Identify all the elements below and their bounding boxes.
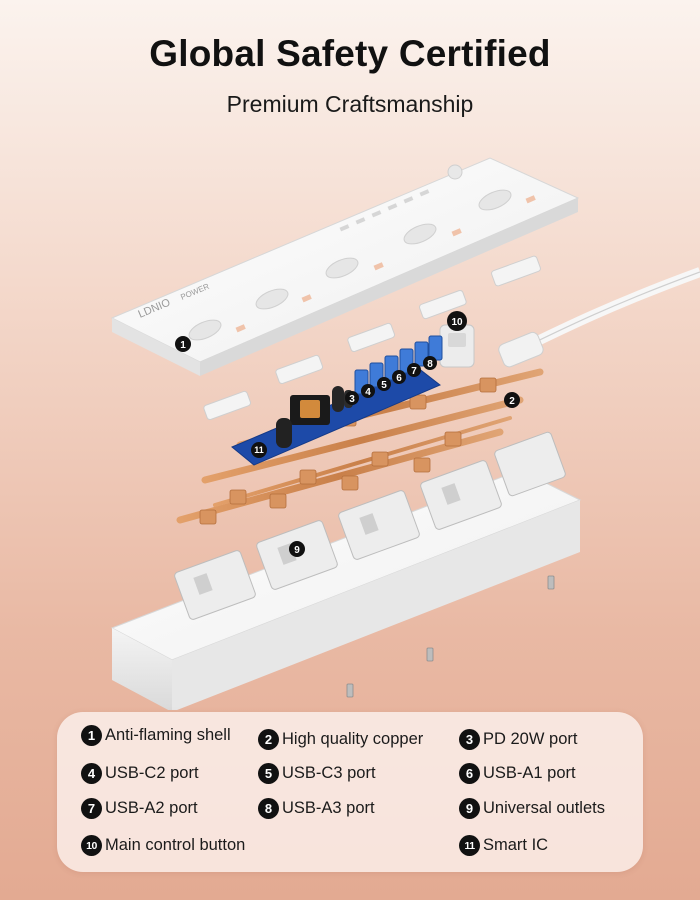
- legend-item-usb-a3-port: 8 USB-A3 port: [258, 798, 375, 819]
- legend-item-smart-ic: 11 Smart IC: [459, 835, 548, 856]
- marker-10: 10: [447, 311, 467, 331]
- legend-label: USB-A3 port: [282, 799, 375, 817]
- legend-label: USB-C2 port: [105, 764, 199, 782]
- legend-label: Smart IC: [483, 836, 549, 854]
- floating-clips: [203, 255, 541, 421]
- legend-label: High quality copper: [282, 730, 424, 748]
- universal-outlets: [174, 431, 566, 620]
- legend-label: USB-C3 port: [282, 764, 376, 782]
- legend-label: USB-A2 port: [105, 799, 198, 817]
- legend-number: 6: [459, 763, 480, 784]
- legend-item-anti-flaming-shell: 1 Anti-flaming shell: [81, 725, 231, 746]
- legend-label: Anti-flaming shell: [105, 726, 231, 744]
- svg-text:1: 1: [180, 340, 186, 351]
- legend-number: 11: [459, 835, 480, 856]
- svg-text:3: 3: [349, 394, 355, 405]
- svg-text:5: 5: [381, 380, 387, 391]
- svg-text:7: 7: [411, 366, 417, 377]
- legend-label: USB-A1 port: [483, 764, 576, 782]
- svg-text:11: 11: [254, 445, 264, 455]
- exploded-power-strip-illustration: LDNIO POWER: [110, 157, 700, 710]
- marker-4: 4: [361, 384, 375, 398]
- top-shell: LDNIO POWER: [110, 157, 580, 376]
- legend-label: Main control button: [105, 836, 246, 854]
- legend-item-universal-outlets: 9 Universal outlets: [459, 798, 605, 819]
- legend-item-usb-c3-port: 5 USB-C3 port: [258, 763, 376, 784]
- legend-item-main-control-button: 10 Main control button: [81, 835, 245, 856]
- main-control-button: [439, 324, 475, 368]
- marker-1: 1: [175, 336, 191, 352]
- svg-text:10: 10: [451, 317, 463, 328]
- page-subtitle: Premium Craftsmanship: [226, 91, 474, 117]
- marker-5: 5: [377, 377, 391, 391]
- svg-text:4: 4: [365, 387, 371, 398]
- svg-text:6: 6: [396, 373, 402, 384]
- legend-number: 7: [81, 798, 102, 819]
- pcb-board: [231, 367, 441, 466]
- legend-number: 3: [459, 729, 480, 750]
- marker-2: 2: [504, 392, 520, 408]
- legend-number: 9: [459, 798, 480, 819]
- legend-number: 4: [81, 763, 102, 784]
- legend-label: PD 20W port: [483, 730, 578, 748]
- legend-item-high-quality-copper: 2 High quality copper: [258, 729, 423, 750]
- marker-6: 6: [392, 370, 406, 384]
- component-legend: 1 Anti-flaming shell 2 High quality copp…: [57, 712, 643, 872]
- shell-button-hole: [447, 164, 463, 180]
- usb-ports: [354, 335, 443, 395]
- power-cord: [512, 267, 700, 357]
- legend-item-usb-c2-port: 4 USB-C2 port: [81, 763, 199, 784]
- capacitor-large: [276, 418, 292, 448]
- legend-label: Universal outlets: [483, 799, 605, 817]
- legend-number: 2: [258, 729, 279, 750]
- legend-number: 10: [81, 835, 102, 856]
- cord-strain-relief: [498, 331, 544, 368]
- legend-item-pd-20w-port: 3 PD 20W port: [459, 729, 577, 750]
- marker-8: 8: [423, 356, 437, 370]
- legend-number: 8: [258, 798, 279, 819]
- marker-9: 9: [289, 541, 305, 557]
- legend-item-usb-a2-port: 7 USB-A2 port: [81, 798, 198, 819]
- page-title: Global Safety Certified: [149, 33, 551, 74]
- legend-number: 1: [81, 725, 102, 746]
- svg-text:8: 8: [427, 359, 433, 370]
- svg-text:9: 9: [294, 545, 300, 556]
- marker-7: 7: [407, 363, 421, 377]
- marker-3: 3: [345, 391, 359, 405]
- svg-text:2: 2: [509, 396, 515, 407]
- marker-11: 11: [251, 442, 267, 458]
- legend-number: 5: [258, 763, 279, 784]
- legend-item-usb-a1-port: 6 USB-A1 port: [459, 763, 576, 784]
- screws: [346, 575, 555, 698]
